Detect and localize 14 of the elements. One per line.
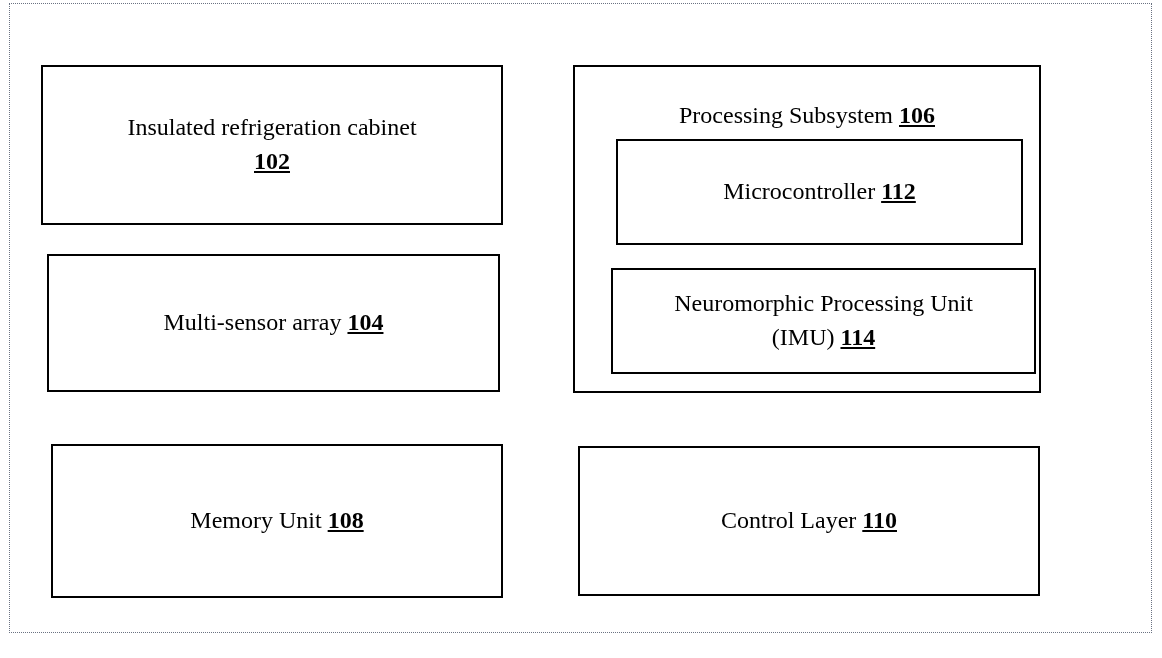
box-label: Control Layer 110 [720, 506, 898, 536]
group-box [573, 65, 1041, 393]
component-box [47, 254, 500, 392]
box-label: Insulated refrigeration cabinet 102 [126, 113, 418, 176]
box-label: Multi-sensor array 104 [162, 308, 385, 338]
box-label: Processing Subsystem 106 [678, 101, 936, 130]
component-box [51, 444, 503, 598]
component-box [616, 139, 1023, 245]
box-label: Neuromorphic Processing Unit (IMU) 114 [673, 289, 974, 352]
component-box [41, 65, 503, 225]
box-label: Microcontroller 112 [722, 177, 917, 207]
component-box [578, 446, 1040, 596]
component-box [611, 268, 1036, 374]
box-label: Memory Unit 108 [189, 506, 365, 536]
